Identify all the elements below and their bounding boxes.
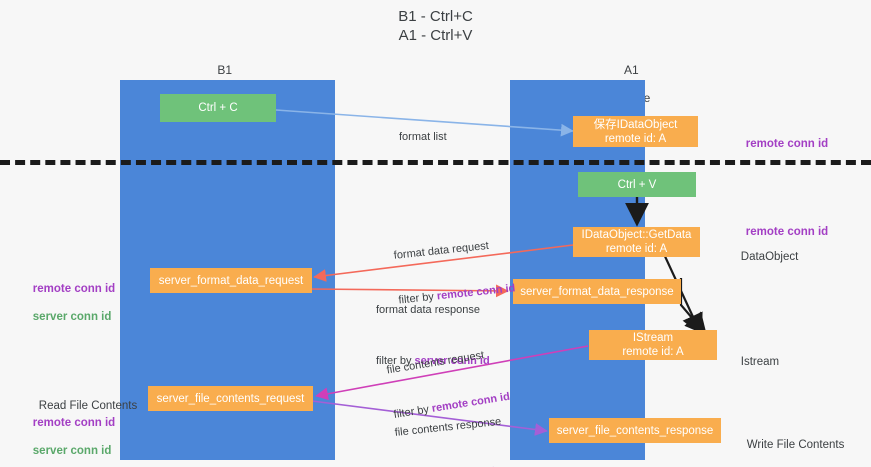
note-right-remote-conn-id-top: remote conn id bbox=[733, 123, 828, 165]
note-right-remote-conn-id-mid-text: remote conn id bbox=[745, 226, 829, 238]
note-left-server-conn-id-bottom-text: server conn id bbox=[32, 445, 112, 457]
edge-label-file-contents-request-line1: file contents request bbox=[385, 349, 485, 377]
box-istream[interactable]: IStream remote id: A bbox=[589, 330, 717, 360]
title-line-1: B1 - Ctrl+C bbox=[398, 8, 473, 25]
note-right-write-file-contents-text: Write File Contents bbox=[746, 439, 845, 451]
note-right-remote-conn-id-mid: remote conn id bbox=[733, 211, 828, 253]
box-ctrl-c[interactable]: Ctrl + C bbox=[160, 94, 276, 122]
box-istream-line2: remote id: A bbox=[622, 346, 684, 358]
edge-label-format-data-request-line1: format data request bbox=[393, 239, 490, 262]
phase-divider bbox=[0, 160, 871, 165]
note-left-read-file-contents-text: Read File Contents bbox=[38, 400, 138, 412]
lane-header-a1-line1: A1 bbox=[624, 63, 639, 77]
accent-server-conn-id: server conn id bbox=[414, 355, 490, 367]
note-right-write-file-contents: Write File Contents bbox=[734, 424, 845, 466]
edge-label-format-data-response-line1: format data response bbox=[376, 304, 480, 316]
edge-label-file-contents-response: file contents response filter by server … bbox=[373, 385, 510, 467]
note-left-conn-ids-mid: remote conn id server conn id bbox=[20, 268, 115, 338]
note-right-dataobject-text: DataObject bbox=[740, 251, 799, 263]
box-server-format-data-request-label: server_format_data_request bbox=[158, 274, 304, 287]
note-right-istream: Istream bbox=[728, 341, 779, 383]
box-idataobject-getdata-line1: IDataObject::GetData bbox=[581, 229, 692, 241]
box-idataobject-getdata[interactable]: IDataObject::GetData remote id: A bbox=[573, 227, 700, 257]
box-idataobject-getdata-line2: remote id: A bbox=[605, 243, 668, 255]
note-right-dataobject: DataObject bbox=[728, 236, 799, 278]
box-istream-line1: IStream bbox=[632, 332, 674, 344]
box-server-file-contents-response-label: server_file_contents_response bbox=[556, 424, 714, 437]
note-left-remote-conn-id-mid-text: remote conn id bbox=[32, 283, 116, 295]
box-server-format-data-response-label: server_format_data_response bbox=[520, 285, 674, 298]
note-left-conn-ids-bottom: remote conn id server conn id bbox=[20, 402, 115, 467]
box-save-idataobject[interactable]: 保存IDataObject remote id: A bbox=[573, 116, 698, 147]
box-save-idataobject-line2: remote id: A bbox=[604, 132, 667, 145]
edge-label-format-data-response: format data response filter by server co… bbox=[376, 273, 490, 399]
edge-label-file-contents-response-line1: file contents response bbox=[394, 415, 502, 439]
box-server-file-contents-request-label: server_file_contents_request bbox=[156, 392, 305, 405]
box-server-format-data-request[interactable]: server_format_data_request bbox=[150, 268, 312, 293]
box-server-format-data-response[interactable]: server_format_data_response bbox=[513, 279, 681, 304]
edge-label-format-list-line1: format list bbox=[399, 131, 447, 143]
filter-by-text: filter by bbox=[376, 355, 415, 367]
box-save-idataobject-line1: 保存IDataObject bbox=[593, 118, 678, 131]
box-ctrl-c-label: Ctrl + C bbox=[198, 102, 238, 114]
connector-response-istream bbox=[679, 278, 707, 336]
note-left-remote-conn-id-bottom-text: remote conn id bbox=[32, 417, 116, 429]
box-ctrl-v-label: Ctrl + V bbox=[617, 178, 657, 191]
title-line-2: A1 - Ctrl+V bbox=[398, 27, 473, 44]
note-left-server-conn-id-mid-text: server conn id bbox=[32, 311, 112, 323]
box-ctrl-v[interactable]: Ctrl + V bbox=[578, 172, 696, 197]
box-server-file-contents-request[interactable]: server_file_contents_request bbox=[148, 386, 313, 411]
note-right-remote-conn-id-top-text: remote conn id bbox=[745, 138, 829, 150]
note-right-istream-text: Istream bbox=[740, 356, 780, 368]
box-server-file-contents-response[interactable]: server_file_contents_response bbox=[549, 418, 721, 443]
lane-header-b1-line1: B1 bbox=[217, 63, 233, 77]
note-left-read-file-contents: Read File Contents bbox=[26, 385, 137, 427]
edge-label-file-contents-response-line2: filter by server conn id bbox=[381, 463, 507, 467]
edge-label-format-data-response-line2: filter by server conn id bbox=[376, 354, 490, 369]
page-title: B1 - Ctrl+C A1 - Ctrl+V bbox=[0, 7, 871, 45]
edge-label-format-list: format list bbox=[399, 100, 447, 175]
